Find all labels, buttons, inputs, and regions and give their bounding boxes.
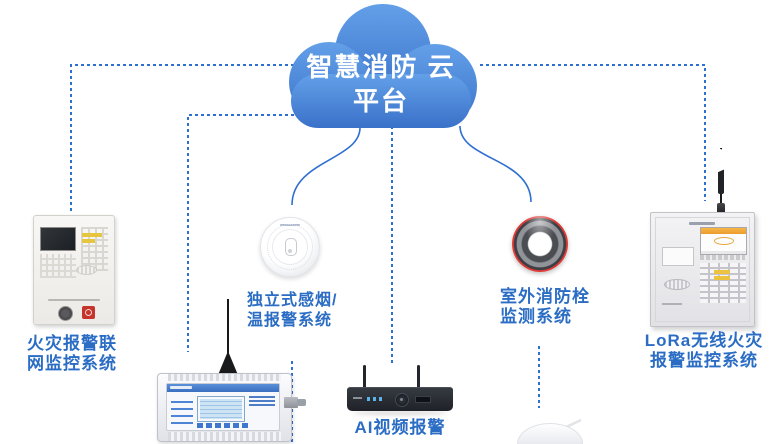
gateway-image <box>157 373 306 442</box>
panel-key-grid <box>40 254 76 278</box>
gateway-side-connector <box>284 397 298 408</box>
panel-buzzer <box>58 306 73 321</box>
detector-ring <box>267 224 313 270</box>
gateway-top-ribs <box>168 374 281 381</box>
panel-screen <box>40 227 76 251</box>
gateway-connector-tip <box>297 399 306 406</box>
label-line: 监测系统 <box>500 307 572 326</box>
ai-video-lens <box>395 393 409 407</box>
gateway-front-panel <box>166 383 280 431</box>
wire-cloud-to-lora-panel <box>480 64 706 201</box>
label-line: 室外消防栓 <box>500 287 590 306</box>
gateway-bottom-ribs <box>168 432 281 441</box>
ai-video-antenna-left <box>363 365 366 389</box>
cloud-title-line2: 云平台 <box>352 52 456 116</box>
ai-video-logo-line <box>353 397 362 399</box>
panel-brand-line <box>48 299 100 301</box>
lora-screen-logo <box>714 237 734 245</box>
label-line: 网监控系统 <box>27 354 117 373</box>
label-line: 火灾报警联 <box>27 334 117 353</box>
label-hydrant-monitoring-system: 室外消防栓 监测系统 <box>500 287 620 327</box>
fire-alarm-panel-image <box>33 215 115 325</box>
lora-panel-face <box>655 217 750 322</box>
wire-cloud-to-smoke-detector <box>291 125 361 206</box>
ai-video-led-row <box>367 397 385 401</box>
panel-yellow-keys <box>82 239 95 243</box>
label-line: 独立式感烟/ <box>247 292 338 309</box>
cloud-title-line1: 智慧消防 <box>306 52 419 82</box>
label-smoke-heat-alarm-system: 独立式感烟/ 温报警系统 <box>247 291 367 331</box>
lora-key-row <box>700 255 745 260</box>
ai-video-box-image <box>347 387 453 411</box>
cloud-icon <box>289 4 477 128</box>
detector-ring <box>272 229 308 265</box>
lora-yellow-keys <box>714 270 730 274</box>
gateway-antenna-rod <box>227 299 229 355</box>
panel-yellow-keys <box>82 233 102 237</box>
lora-screen-header <box>701 228 746 234</box>
gateway-model-text-block <box>249 396 275 406</box>
lora-keypad <box>700 263 746 303</box>
label-line: AI视频报警 <box>354 418 446 437</box>
label-line: 温报警系统 <box>247 312 333 329</box>
ai-video-port <box>415 396 431 403</box>
label-lora-fire-alarm-system: LoRa无线火灾 报警监控系统 <box>636 331 772 371</box>
gateway-antenna-cone <box>218 351 238 375</box>
lora-screen <box>700 227 747 255</box>
pointer-triangle-icon <box>716 147 746 173</box>
fire-hydrant-image <box>512 216 568 272</box>
ai-video-shadow <box>352 411 448 415</box>
lora-antenna-base <box>717 203 725 213</box>
panel-speaker-grille <box>76 265 97 275</box>
label-fire-alarm-system: 火灾报警联 网监控系统 <box>27 334 147 374</box>
ai-video-antenna-right <box>417 365 420 389</box>
gateway-button-row <box>197 423 251 428</box>
lora-screen-footer <box>701 251 746 254</box>
smoke-detector-image <box>260 217 320 277</box>
panel-alarm-button <box>82 306 95 319</box>
label-line: LoRa无线火灾 <box>644 331 764 350</box>
lora-antenna-sleeve <box>718 168 724 194</box>
wire-cloud-to-gateway <box>187 114 300 352</box>
cloud-title: 智慧消防 云平台 <box>293 50 469 118</box>
gateway-led-column <box>171 396 193 424</box>
gateway-header-strip <box>167 384 279 392</box>
wire-cloud-to-hydrant <box>459 125 532 203</box>
lora-brand-line <box>689 222 715 225</box>
label-line: 报警监控系统 <box>650 351 758 370</box>
lora-speaker-grille <box>664 279 690 290</box>
detector-center-icon <box>285 238 297 256</box>
lora-label-slot <box>662 247 694 266</box>
lora-alarm-host-image <box>650 212 755 327</box>
wire-cloud-to-fire-panel <box>70 64 300 212</box>
gateway-lcd <box>197 396 245 422</box>
lora-footer-line <box>662 303 682 305</box>
label-ai-video-alarm: AI视频报警 <box>348 418 452 438</box>
lora-yellow-keys <box>714 276 730 280</box>
